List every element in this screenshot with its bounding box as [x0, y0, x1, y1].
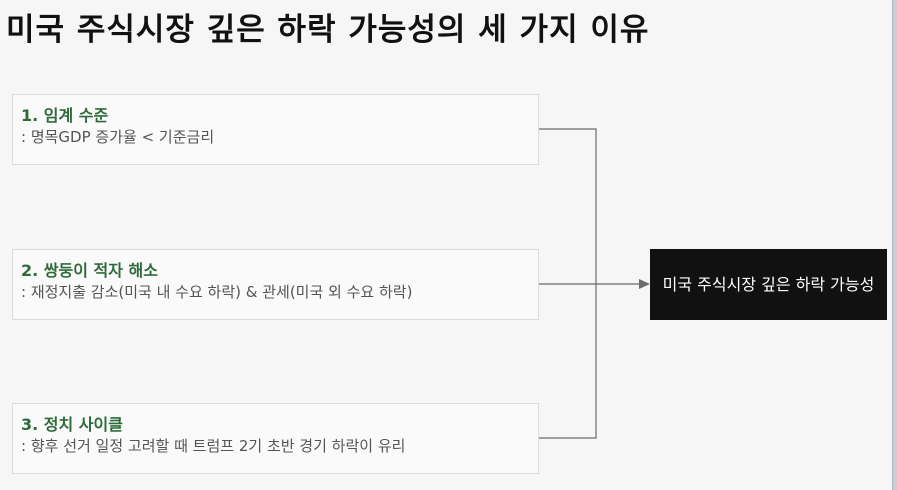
- reason-heading: 3. 정치 사이클: [21, 415, 123, 434]
- reason-detail: : 향후 선거 일정 고려할 때 트럼프 2기 초반 경기 하락이 유리: [21, 437, 406, 455]
- reason-box-2: 2. 쌍둥이 적자 해소 : 재정지출 감소(미국 내 수요 하락) & 관세(…: [12, 249, 539, 320]
- page-title: 미국 주식시장 깊은 하락 가능성의 세 가지 이유: [6, 12, 650, 48]
- arrowhead-icon: [639, 279, 650, 289]
- reason-box-3: 3. 정치 사이클 : 향후 선거 일정 고려할 때 트럼프 2기 초반 경기 …: [12, 403, 539, 474]
- connector-from-reason-3: [539, 284, 597, 439]
- connector-from-reason-1: [539, 128, 597, 284]
- reason-heading: 2. 쌍둥이 적자 해소: [21, 261, 158, 280]
- reason-box-1: 1. 임계 수준 : 명목GDP 증가율 < 기준금리: [12, 94, 539, 165]
- window-scrollbar[interactable]: [892, 0, 897, 490]
- reason-detail: : 재정지출 감소(미국 내 수요 하락) & 관세(미국 외 수요 하락): [21, 283, 413, 301]
- reason-detail: : 명목GDP 증가율 < 기준금리: [21, 128, 215, 146]
- reason-heading: 1. 임계 수준: [21, 106, 109, 125]
- result-label: 미국 주식시장 깊은 하락 가능성: [662, 274, 875, 294]
- result-box: 미국 주식시장 깊은 하락 가능성: [650, 249, 887, 320]
